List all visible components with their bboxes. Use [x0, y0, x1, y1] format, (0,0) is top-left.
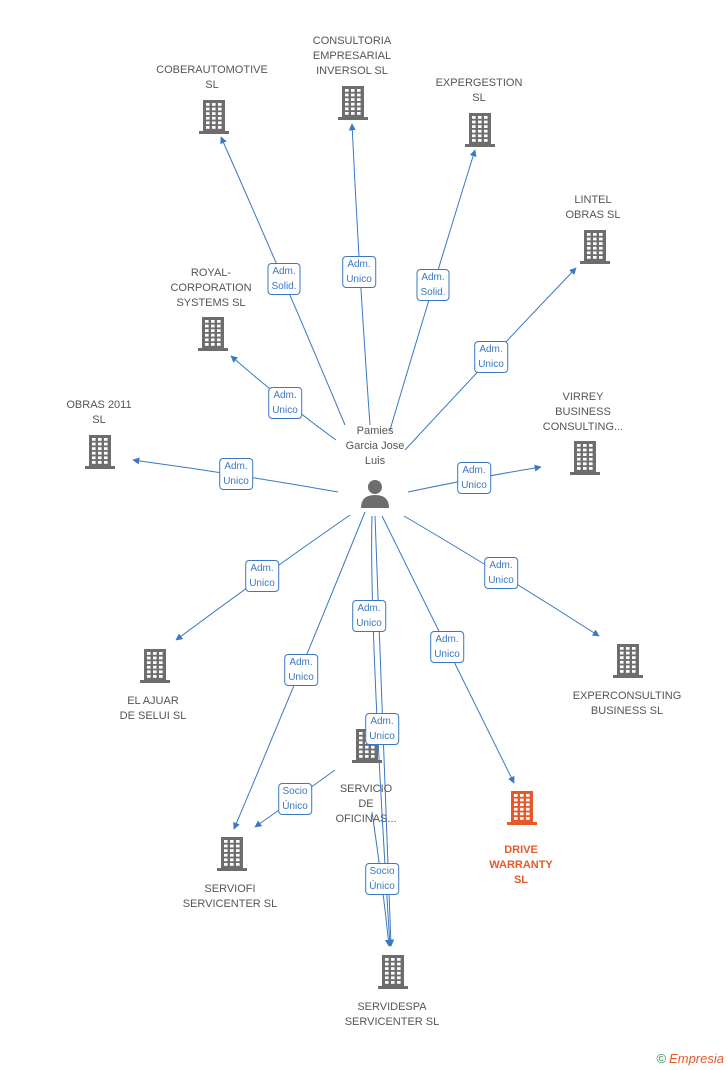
node-label-elajuar[interactable]: EL AJUAR DE SELUI SL [119, 695, 187, 722]
node-label-coberautomotive[interactable]: COBERAUTOMOTIVE SL [156, 64, 268, 91]
node-label-virrey[interactable]: VIRREY BUSINESS CONSULTING... [542, 390, 624, 433]
brand-logo-text: Empresia [669, 1051, 724, 1066]
building-icon-elajuar[interactable] [140, 649, 170, 683]
node-label-expergestion[interactable]: EXPERGESTION SL [435, 77, 523, 104]
building-icon-lintel[interactable] [580, 230, 610, 264]
building-icon-servidespa[interactable] [378, 955, 408, 989]
building-icon-expergestion[interactable] [465, 113, 495, 147]
node-label-lintel[interactable]: LINTEL OBRAS SL [565, 194, 621, 221]
edge-label-servidespa[interactable]: Adm. Unico [352, 600, 386, 632]
building-icon-royal[interactable] [198, 317, 228, 351]
edge-label-experconsulting[interactable]: Adm. Unico [484, 557, 518, 589]
building-icon-consultoria[interactable] [338, 86, 368, 120]
building-icon-obras2011[interactable] [85, 435, 115, 469]
edge-label-lintel[interactable]: Adm. Unico [474, 341, 508, 373]
node-label-servidespa[interactable]: SERVIDESPA SERVICENTER SL [344, 1001, 440, 1028]
copyright-symbol: © [656, 1051, 667, 1066]
building-icon-coberautomotive[interactable] [199, 100, 229, 134]
edge-label-consultoria[interactable]: Adm. Unico [342, 256, 376, 288]
building-icon-experconsulting[interactable] [613, 644, 643, 678]
person-name-label[interactable]: Pamies Garcia Jose Luis [345, 425, 405, 467]
edge-label-serviofi[interactable]: Socio Único [278, 783, 312, 815]
empresia-watermark: ©Empresia [656, 1051, 724, 1066]
edge-label-serviofi[interactable]: Adm. Unico [284, 654, 318, 686]
edge-label-royal[interactable]: Adm. Unico [268, 387, 302, 419]
node-label-serviciooficinas[interactable]: SERVICIO DE OFICINAS... [335, 783, 397, 825]
node-label-royal[interactable]: ROYAL- CORPORATION SYSTEMS SL [170, 266, 252, 309]
edge-label-obras2011[interactable]: Adm. Unico [219, 458, 253, 490]
node-label-experconsulting[interactable]: EXPERCONSULTING BUSINESS SL [572, 690, 682, 717]
edge-label-elajuar[interactable]: Adm. Unico [245, 560, 279, 592]
building-icon-serviofi[interactable] [217, 837, 247, 871]
edge-label-virrey[interactable]: Adm. Unico [457, 462, 491, 494]
node-label-drivewarranty[interactable]: DRIVE WARRANTY SL [489, 844, 553, 886]
node-label-consultoria[interactable]: CONSULTORIA EMPRESARIAL INVERSOL SL [312, 34, 392, 77]
edge-label-servidespa[interactable]: Socio Único [365, 863, 399, 895]
node-label-serviofi[interactable]: SERVIOFI SERVICENTER SL [182, 883, 278, 910]
edge-label-expergestion[interactable]: Adm. Solid. [416, 269, 450, 301]
edge-label-coberautomotive[interactable]: Adm. Solid. [267, 263, 301, 295]
node-label-obras2011[interactable]: OBRAS 2011 SL [66, 399, 132, 426]
edge-center-to-servidespa [371, 515, 394, 947]
edge-label-drivewarranty[interactable]: Adm. Unico [430, 631, 464, 663]
edge-label-servidespa[interactable]: Adm. Unico [365, 713, 399, 745]
building-icon-virrey[interactable] [570, 441, 600, 475]
icons-layer [85, 86, 643, 989]
person-icon[interactable] [361, 480, 389, 508]
building-icon-drivewarranty[interactable] [507, 791, 537, 825]
